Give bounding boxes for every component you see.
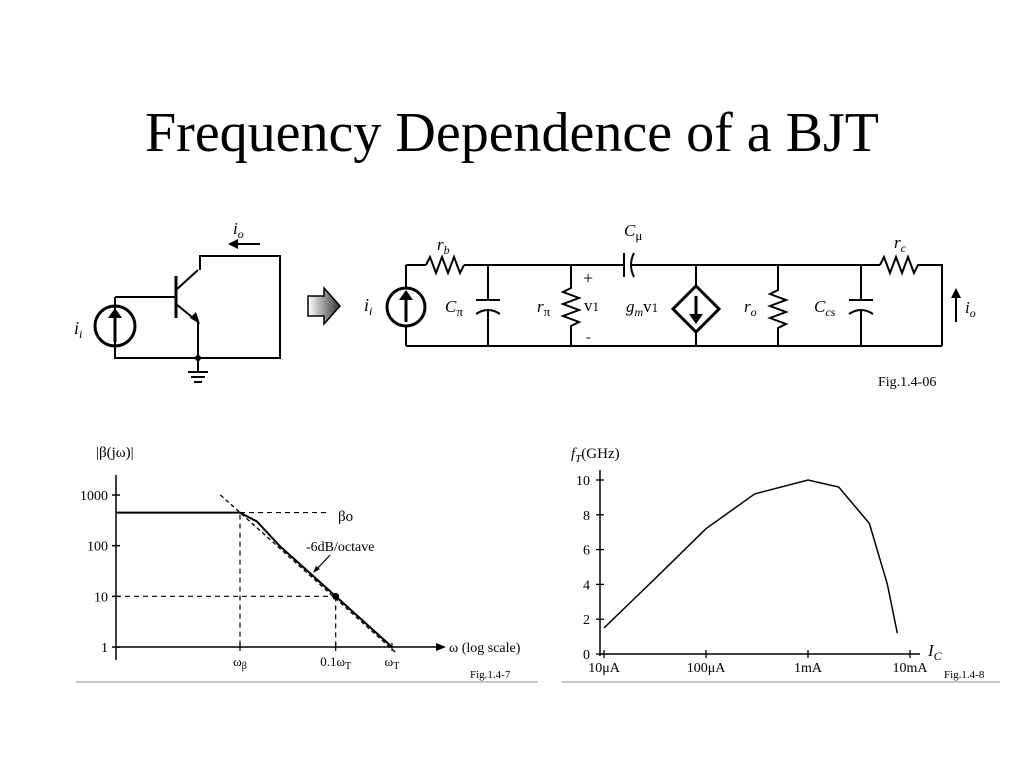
emitter-arrow: [190, 312, 200, 324]
ft-x-tick-label: 1mA: [794, 661, 823, 676]
beta-ylabel: |β(jω)|: [96, 445, 134, 461]
io-label-right: io: [965, 298, 976, 320]
ft-chart: fT(GHz) IC 10 8 6 4 2 0 10μA 100μA 1mA 10mA Fig.…: [562, 446, 1000, 683]
beta-figure-label: Fig.1.4-7: [470, 669, 511, 681]
ft-x-tick-label: 10μA: [588, 661, 621, 676]
ft-y-tick-label: 0: [583, 648, 590, 663]
ro-label: ro: [744, 297, 757, 319]
rpi-label: rπ: [537, 297, 551, 319]
io-arrow-left: [228, 239, 260, 249]
transform-arrow-icon: [307, 286, 342, 326]
ft-x-tick-label: 100μA: [687, 661, 727, 676]
ft-y-tick-label: 6: [583, 544, 590, 559]
ii-label-right: ii: [364, 295, 372, 318]
beta-marked-point: [332, 592, 340, 600]
rb-label: rb: [437, 235, 450, 257]
slope-annotation: -6dB/octave: [306, 540, 374, 555]
slide-title: Frequency Dependence of a BJT: [145, 102, 879, 164]
io-label-left: io: [233, 219, 244, 241]
ccs-label: Ccs: [814, 297, 836, 319]
beta-asymptote: [220, 494, 397, 654]
v1-minus-label: -: [586, 330, 591, 345]
ii-label-left: ii: [74, 318, 82, 341]
v1-label: v1: [584, 296, 599, 315]
beta-x-tick-label: ωβ: [233, 654, 247, 672]
ft-figure-label: Fig.1.4-8: [944, 669, 985, 681]
ft-y-tick-label: 2: [583, 613, 590, 628]
small-signal-circuit: [405, 252, 943, 347]
beta-xlabel: ω (log scale): [449, 641, 521, 656]
beta-x-tick-label: ωT: [385, 654, 400, 672]
beta-y-tick-label: 1: [101, 641, 108, 656]
ft-y-tick-label: 10: [576, 474, 590, 489]
ft-curve: [603, 479, 899, 634]
cpi-label: Cπ: [445, 297, 463, 319]
ground-node: [195, 355, 201, 361]
io-arrow-right: [951, 288, 961, 322]
ft-y-tick-label: 4: [583, 578, 590, 593]
beta-y-tick-label: 10: [94, 590, 108, 605]
ft-x-tick-label: 10mA: [893, 661, 929, 676]
beta-o-annotation: βo: [338, 509, 353, 525]
ft-ylabel: fT(GHz): [571, 446, 620, 465]
beta-y-tick-label: 100: [87, 540, 108, 555]
slope-annotation-arrow: [315, 554, 331, 571]
beta-curve: [116, 511, 393, 648]
cmu-label: Cμ: [624, 221, 642, 243]
beta-y-tick-label: 1000: [80, 489, 108, 504]
ft-xlabel: IC: [927, 641, 943, 663]
current-source-right: [385, 286, 427, 328]
rc-label: rc: [894, 233, 907, 255]
current-source-left: [93, 304, 137, 348]
beta-x-tick-label: 0.1ωT: [320, 654, 351, 672]
gm-label: gmv1: [626, 297, 658, 319]
ft-y-tick-label: 8: [583, 509, 590, 524]
figure-label-circuit: Fig.1.4-06: [878, 375, 936, 390]
dependent-current-source: [670, 283, 722, 335]
v1-plus-label: +: [583, 268, 593, 288]
beta-chart: |β(jω)| ω (log scale) 1000 100 10 1 ωβ 0.1ωT…: [76, 445, 538, 683]
